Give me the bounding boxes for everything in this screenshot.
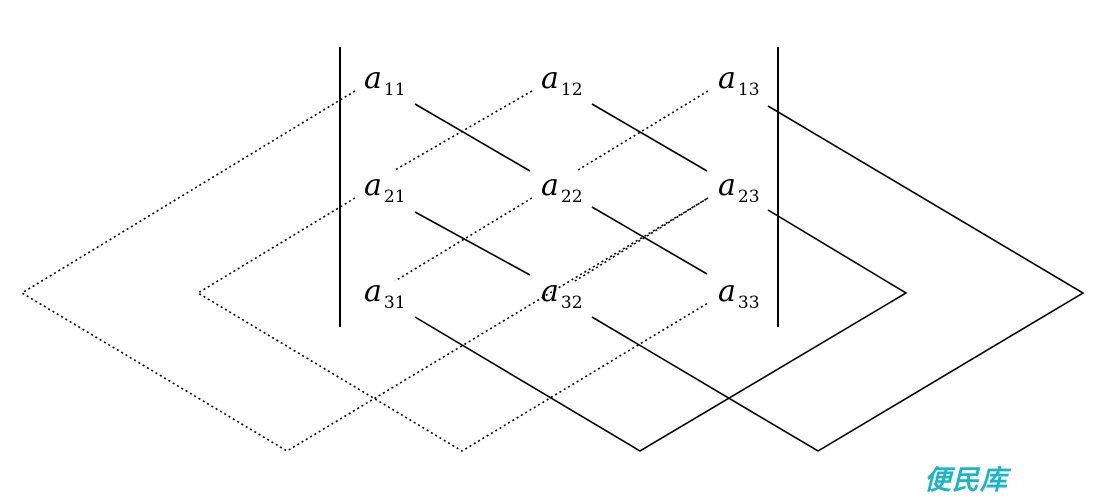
- negative-diagonal-a12-a21: [394, 90, 533, 171]
- entry-subscript: 11: [384, 80, 406, 100]
- entry-subscript: 22: [561, 187, 583, 207]
- entry-subscript: 23: [738, 187, 760, 207]
- positive-diagonal-a12-a23-a31: [414, 103, 708, 276]
- entry-symbol: a: [718, 168, 736, 203]
- entry-symbol: a: [364, 274, 382, 309]
- entry-subscript: 31: [384, 293, 406, 313]
- negative-diagonal-a23-a32: [574, 197, 709, 282]
- entry-symbol: a: [364, 61, 382, 96]
- entry-subscript: 32: [561, 293, 583, 313]
- negative-diagonal-anti: [394, 90, 709, 282]
- positive-diagonal-a13-wrap: [591, 105, 1085, 452]
- entry-symbol: a: [718, 274, 736, 309]
- entry-symbol: a: [541, 61, 559, 96]
- negative-diagonal-a11-wrap: [20, 90, 709, 452]
- watermark-text: 便民库: [924, 465, 1012, 496]
- entry-subscript: 33: [738, 293, 760, 313]
- entry-symbol: a: [718, 61, 736, 96]
- entry-subscript: 12: [561, 80, 583, 100]
- entry-subscript: 21: [384, 187, 406, 207]
- entry-symbol: a: [364, 168, 382, 203]
- positive-diagonal-main: [414, 103, 708, 275]
- positive-diagonal-a23-wrap: [414, 209, 908, 452]
- entry-subscript: 13: [738, 80, 760, 100]
- negative-diagonal-a21-wrap: [196, 197, 709, 452]
- entry-symbol: a: [541, 168, 559, 203]
- positive-diagonals: [414, 103, 1085, 452]
- negative-diagonals: [20, 90, 709, 452]
- entry-symbol: a: [541, 274, 559, 309]
